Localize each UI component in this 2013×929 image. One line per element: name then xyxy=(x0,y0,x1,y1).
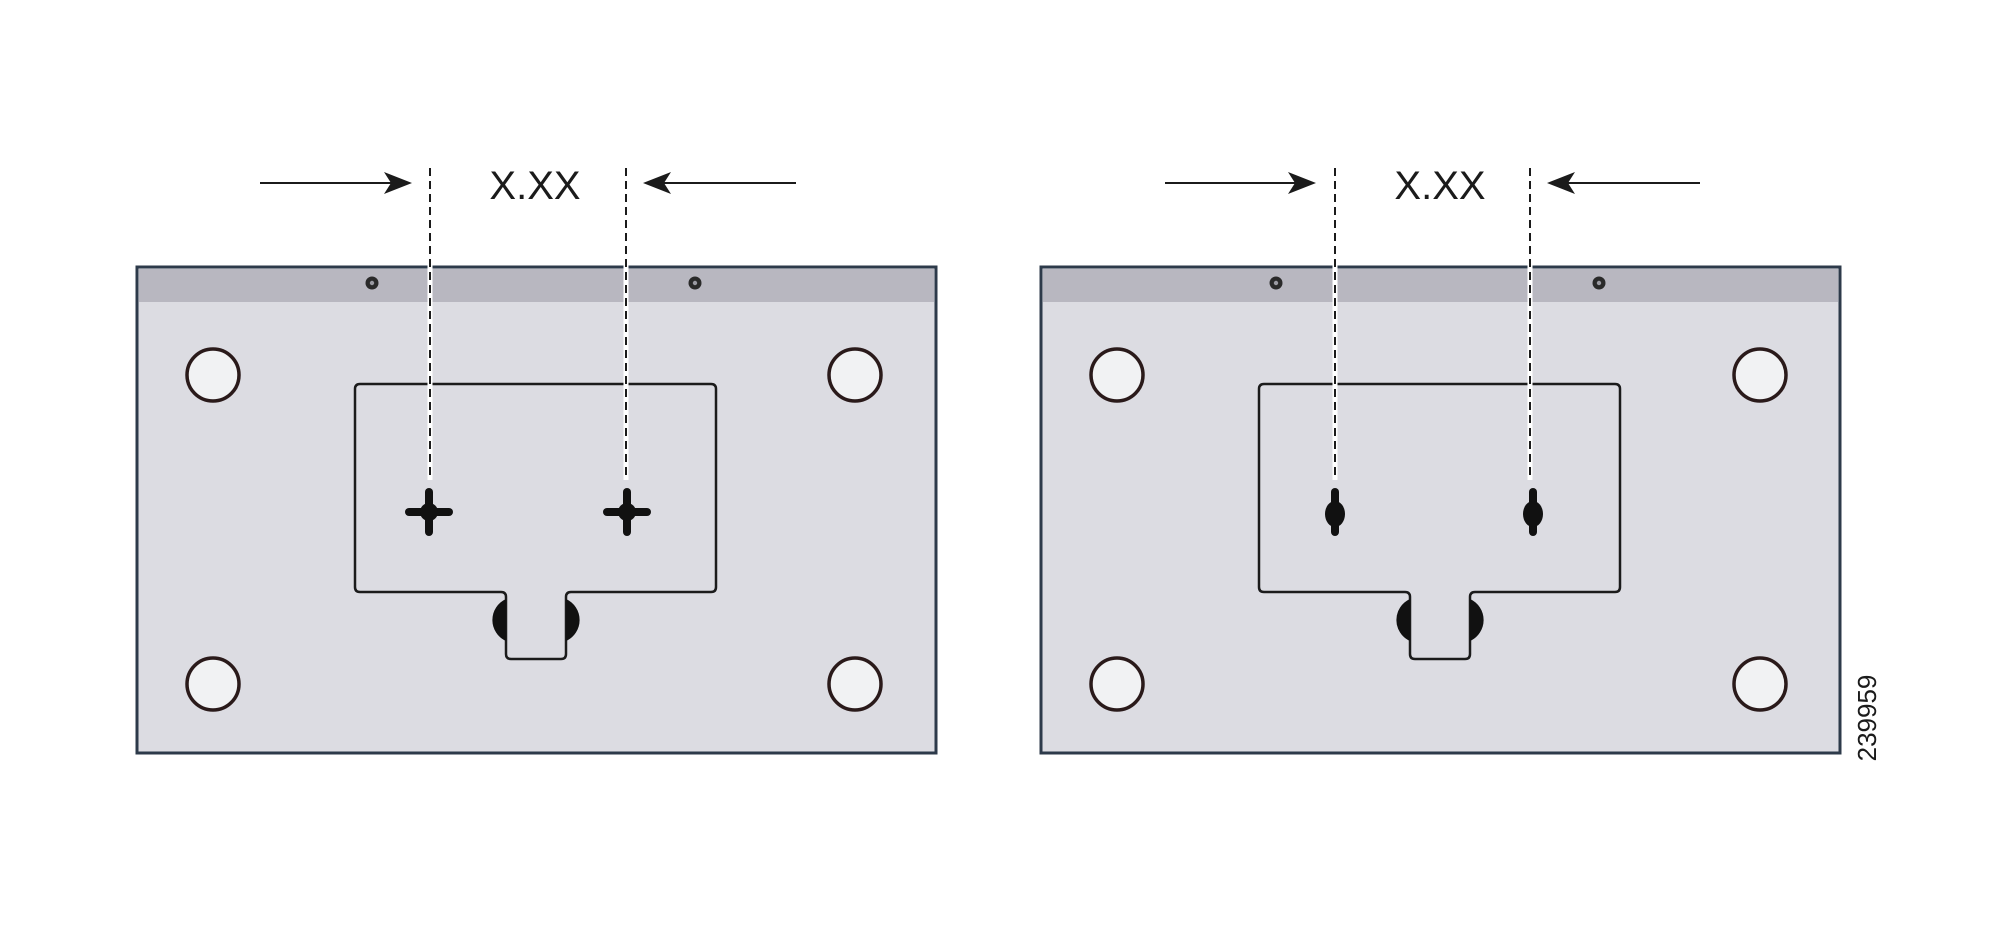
keyhole-slot-icon xyxy=(603,488,651,536)
panel-right: X.XX xyxy=(1039,164,1842,755)
screw-icon xyxy=(1592,276,1606,290)
keyhole-slot-icon xyxy=(1325,488,1345,536)
rubber-foot-icon xyxy=(1732,347,1788,403)
top-band xyxy=(139,269,934,302)
panel-left: X.XX xyxy=(135,164,938,755)
dimension-label: X.XX xyxy=(1394,164,1485,208)
rubber-foot-icon xyxy=(827,347,883,403)
rubber-foot-icon xyxy=(185,347,241,403)
mounting-recess xyxy=(1257,382,1622,661)
screw-icon xyxy=(365,276,379,290)
rubber-foot-icon xyxy=(1089,656,1145,712)
base-plate xyxy=(135,265,938,755)
notch-tab-right xyxy=(566,599,580,641)
rubber-foot-icon xyxy=(185,656,241,712)
screw-icon xyxy=(688,276,702,290)
keyhole-slot-icon xyxy=(405,488,453,536)
arrow-right-icon xyxy=(1165,172,1316,194)
notch-tab-left xyxy=(492,599,506,641)
dimension-label: X.XX xyxy=(489,164,580,208)
base-plate xyxy=(1039,265,1842,755)
notch-tab-right xyxy=(1470,599,1484,641)
keyhole-slot-icon xyxy=(1523,488,1543,536)
arrow-left-icon xyxy=(1547,172,1700,194)
rubber-foot-icon xyxy=(1089,347,1145,403)
arrow-left-icon xyxy=(643,172,796,194)
rubber-foot-icon xyxy=(1732,656,1788,712)
top-band xyxy=(1043,269,1838,302)
arrow-right-icon xyxy=(260,172,412,194)
figure-number: 239959 xyxy=(1852,675,1882,762)
rubber-foot-icon xyxy=(827,656,883,712)
mounting-recess xyxy=(353,382,718,661)
notch-tab-left xyxy=(1396,599,1410,641)
screw-icon xyxy=(1269,276,1283,290)
